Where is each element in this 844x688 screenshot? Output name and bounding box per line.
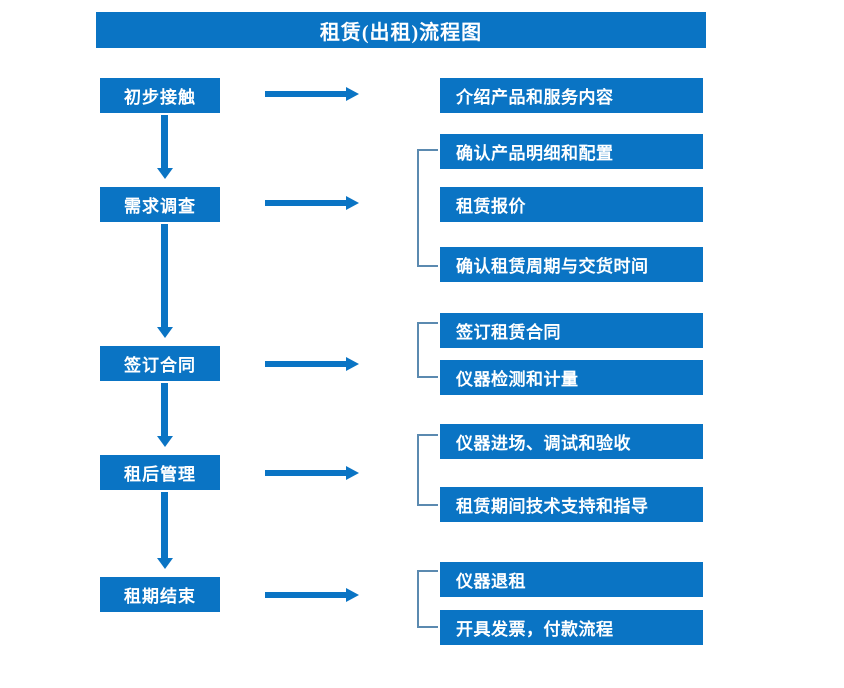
page-title: 租赁(出租)流程图 — [96, 12, 706, 48]
arrow-to-details-1-icon — [265, 86, 359, 102]
bracket-group-postrental — [417, 434, 438, 506]
arrow-stage-3-to-4-icon — [155, 383, 175, 447]
arrow-stage-1-to-2-icon — [155, 115, 175, 179]
detail-box-introduce-products[interactable]: 介绍产品和服务内容 — [440, 78, 703, 113]
arrow-stage-4-to-5-icon — [155, 492, 175, 569]
stage-box-sign-contract[interactable]: 签订合同 — [100, 346, 220, 381]
arrow-shaft — [265, 470, 347, 476]
detail-box-invoice-payment[interactable]: 开具发票，付款流程 — [440, 610, 703, 645]
detail-box-instrument-entry-commission-acceptance[interactable]: 仪器进场、调试和验收 — [440, 424, 703, 459]
arrow-head — [157, 436, 173, 447]
detail-box-rental-quotation[interactable]: 租赁报价 — [440, 187, 703, 222]
arrow-to-details-3-icon — [265, 356, 359, 372]
arrow-to-details-5-icon — [265, 587, 359, 603]
arrow-shaft — [265, 91, 347, 97]
arrow-head — [346, 466, 359, 480]
stage-box-lease-end[interactable]: 租期结束 — [100, 577, 220, 612]
arrow-head — [157, 168, 173, 179]
arrow-shaft — [265, 361, 347, 367]
detail-box-technical-support-guidance[interactable]: 租赁期间技术支持和指导 — [440, 487, 703, 522]
arrow-to-details-4-icon — [265, 465, 359, 481]
detail-box-instrument-test-metering[interactable]: 仪器检测和计量 — [440, 360, 703, 395]
arrow-head — [157, 327, 173, 338]
arrow-shaft — [161, 224, 168, 327]
stage-box-post-rental-management[interactable]: 租后管理 — [100, 455, 220, 490]
arrow-head — [346, 357, 359, 371]
arrow-shaft — [265, 592, 347, 598]
detail-box-confirm-spec-config[interactable]: 确认产品明细和配置 — [440, 134, 703, 169]
arrow-shaft — [161, 383, 168, 436]
stage-box-initial-contact[interactable]: 初步接触 — [100, 78, 220, 113]
arrow-shaft — [265, 200, 347, 206]
arrow-to-details-2-icon — [265, 195, 359, 211]
detail-box-sign-rental-contract[interactable]: 签订租赁合同 — [440, 313, 703, 348]
stage-box-needs-survey[interactable]: 需求调查 — [100, 187, 220, 222]
arrow-shaft — [161, 492, 168, 558]
arrow-shaft — [161, 115, 168, 168]
detail-box-instrument-return[interactable]: 仪器退租 — [440, 562, 703, 597]
bracket-group-needs — [417, 149, 438, 267]
bracket-group-contract — [417, 322, 438, 378]
arrow-head — [346, 196, 359, 210]
arrow-stage-2-to-3-icon — [155, 224, 175, 338]
bracket-group-leaseend — [417, 570, 438, 628]
arrow-head — [346, 588, 359, 602]
arrow-head — [346, 87, 359, 101]
arrow-head — [157, 558, 173, 569]
detail-box-confirm-period-delivery[interactable]: 确认租赁周期与交货时间 — [440, 247, 703, 282]
